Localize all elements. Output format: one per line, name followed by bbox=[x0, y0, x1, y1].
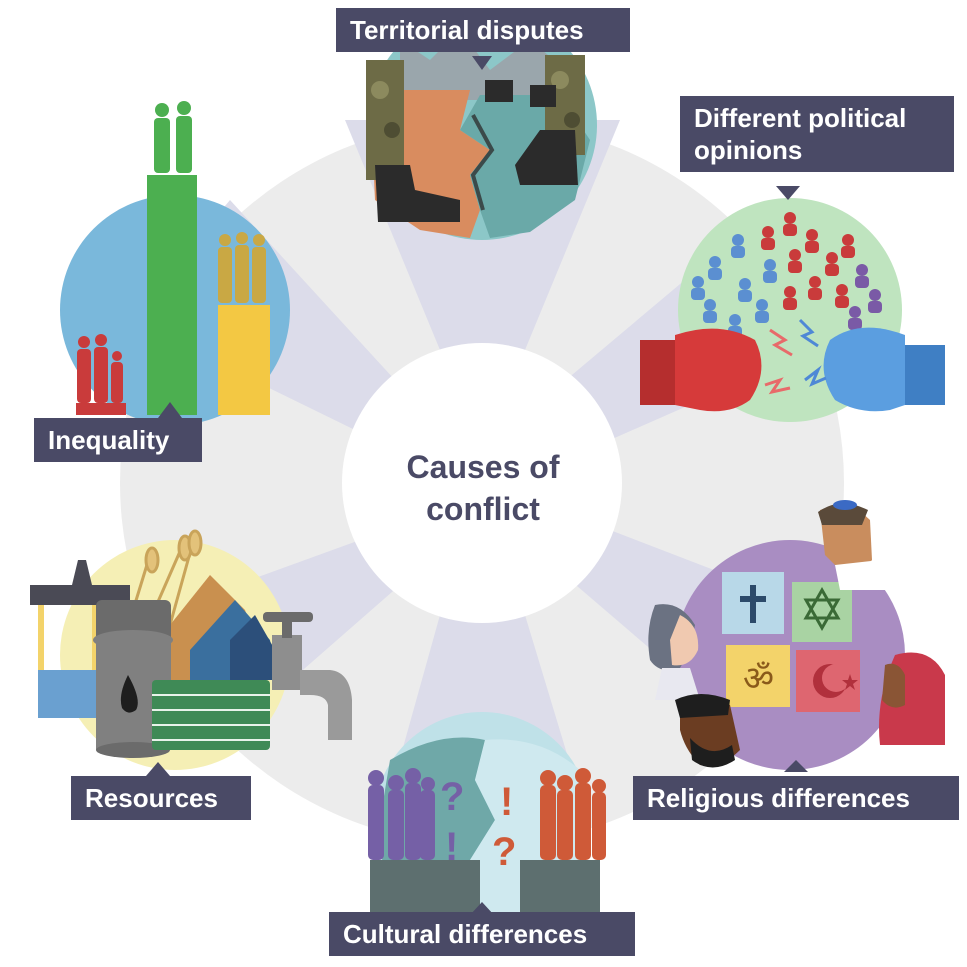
center-circle bbox=[342, 343, 622, 623]
center-title: Causes of conflict bbox=[343, 446, 623, 530]
label-cultural-differences: Cultural differences bbox=[329, 912, 635, 956]
svg-text:ॐ: ॐ bbox=[743, 659, 774, 699]
label-inequality: Inequality bbox=[34, 418, 202, 462]
label-pointers bbox=[146, 56, 808, 915]
svg-text:!: ! bbox=[445, 825, 458, 869]
svg-text:?: ? bbox=[492, 830, 516, 874]
label-resources: Resources bbox=[71, 776, 251, 820]
religious-differences-illustration: ॐ bbox=[648, 500, 945, 770]
different-political-opinions-illustration bbox=[640, 198, 945, 422]
cultural-differences-illustration: ? ! ! ? bbox=[368, 712, 606, 928]
label-territorial-disputes: Territorial disputes bbox=[336, 8, 630, 52]
inequality-illustration bbox=[60, 101, 290, 425]
label-different-political-opinions: Different political opinions bbox=[680, 96, 954, 172]
svg-text:?: ? bbox=[440, 775, 464, 819]
resources-illustration bbox=[30, 529, 352, 770]
center-title-line2: conflict bbox=[426, 491, 540, 527]
label-religious-differences: Religious differences bbox=[633, 776, 959, 820]
territorial-disputes-illustration bbox=[366, 10, 597, 240]
svg-text:!: ! bbox=[500, 780, 513, 824]
center-title-line1: Causes of bbox=[406, 449, 560, 485]
